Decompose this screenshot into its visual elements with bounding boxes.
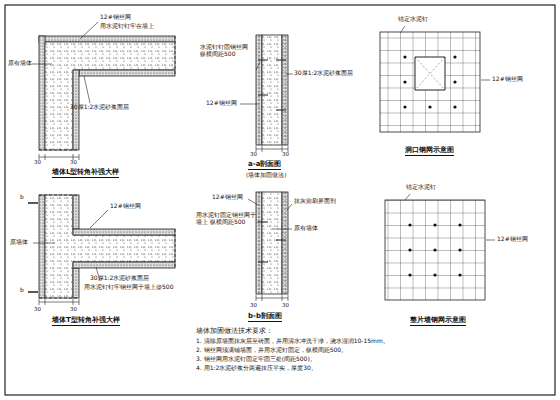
nail-dot [408,223,411,226]
label-text: 抹灰前刷界面剂 [294,198,336,205]
l-corner-detail [32,22,175,160]
nail-dot [433,223,436,226]
nail-dot [408,248,411,251]
label-text: 原有墙体 [8,60,32,67]
label-text: 30 [282,302,289,308]
label-text: 30 [70,306,77,312]
label-text: b [20,194,24,201]
drawing-title: a-a剖面图 [248,160,281,170]
drawing-title: 墙体T型转角补强大样 [52,316,120,326]
aa-section [240,35,293,152]
nail-dot [453,55,456,58]
label-text: b [20,287,24,294]
whole-wall-mesh [385,194,495,300]
label-text: 墙体加固做法技术要求： [196,328,273,335]
label-text: 30 [250,151,257,157]
label-text: 2. 钢丝网须满铺墙面，并用水泥钉固定，纵横间距500。 [196,347,347,354]
nail-dot [403,55,406,58]
drawing-title: 墙体L型转角补强大样 [52,168,119,178]
opening-mesh [380,26,490,132]
label-text: 30厚1:2水泥砂浆面层 [90,275,149,282]
label-text: 用水泥钉钉牢钢丝网于墙上@500 [84,284,173,291]
label-text: 12#钢丝网 [212,194,243,201]
label-text: 12#钢丝网 [100,14,131,21]
label-text: 水泥钉钉固钢丝网 纵横间距500 [200,44,255,58]
label-text: 12#钢丝网 [206,100,237,107]
nail-dot [453,105,456,108]
drawing-title: 洞口钢网示意图 [405,146,454,156]
frame [5,5,555,395]
label-text: 原有墙体 [294,225,318,232]
bb-section [248,192,292,301]
label-text: 锚定水泥钉 [406,184,436,191]
t-corner-detail [28,195,175,305]
label-text: 30 [250,302,257,308]
nail-dot [433,273,436,276]
label-text: 30 [34,159,41,165]
nail-dot [458,273,461,276]
label-text: 30厚1:2水泥砂浆面层 [70,104,129,111]
label-text: 用水泥钉固定钢丝网于墙上 纵横间距500 [196,212,256,226]
label-text: 30厚1:2水泥砂浆面层 [294,70,353,77]
label-text: 12#钢丝网 [110,203,141,210]
label-text: 4. 用1:2水泥砂浆分两遍抹压平实，厚度30。 [196,365,317,372]
label-text: 3. 钢丝网用水泥钉固定牢固三处(间距500)。 [196,356,316,363]
label-text: 原墙体 [10,239,28,246]
nail-dot [428,105,431,108]
drawing-title: b-b剖面图 [248,312,282,322]
nail-dot [458,248,461,251]
label-text: 12#钢丝网 [497,236,528,243]
nail-dot [403,80,406,83]
drawing-title: 整片墙钢网示意图 [410,316,466,326]
nail-dot [453,80,456,83]
nail-dot [403,105,406,108]
label-text: 用水泥钉钉牢在墙上 [100,23,154,30]
label-text: 30 [34,306,41,312]
nail-dot [458,223,461,226]
label-text: 12#钢丝网 [492,76,523,83]
label-text: 锚定水泥钉 [398,16,428,23]
nail-dot [408,273,411,276]
label-text: 1. 清除原墙面抹灰层至砖面，并用清水冲洗干净，浇水湿润10-15mm。 [196,338,389,345]
label-text: 30 [70,159,77,165]
nail-dot [433,248,436,251]
label-text: (墙体加固做法) [246,172,286,178]
label-text: 30 [282,151,289,157]
nail-dots [403,55,461,276]
